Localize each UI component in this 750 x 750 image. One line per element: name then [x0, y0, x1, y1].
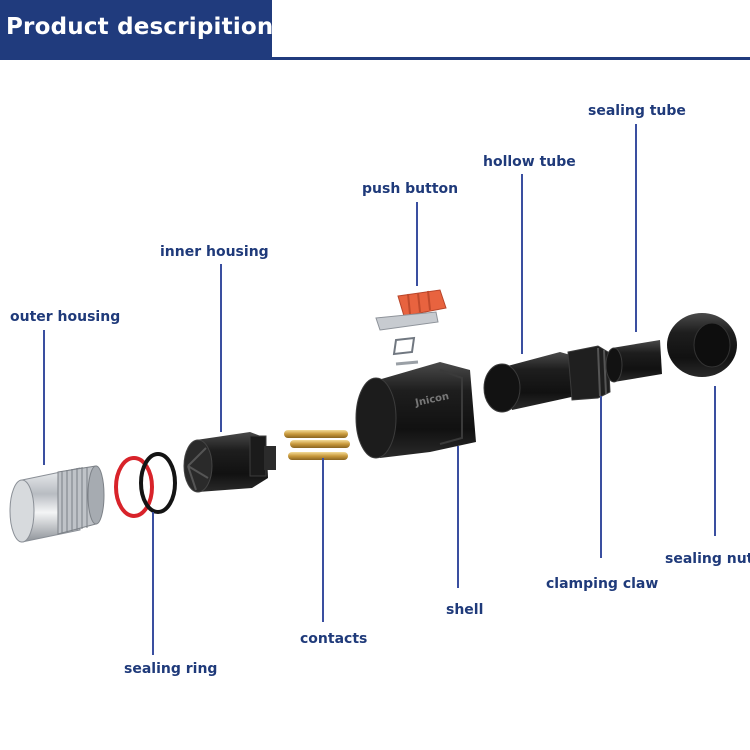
sealing-ring-leader — [152, 512, 154, 655]
shell-label: shell — [446, 602, 484, 618]
outer-housing-label: outer housing — [10, 309, 121, 325]
sealing-ring-label: sealing ring — [124, 661, 218, 677]
push-button-part — [375, 289, 447, 366]
contacts-label: contacts — [300, 631, 368, 647]
outer-housing-part — [9, 465, 105, 543]
clamping-claw-label: clamping claw — [546, 576, 659, 592]
page-title: Product descripition — [6, 14, 274, 40]
sealing-nut-leader — [714, 386, 716, 536]
sealing-tube-label: sealing tube — [588, 103, 686, 119]
header-bar: Product descripition — [0, 0, 274, 60]
clamping-claw-leader — [600, 396, 602, 558]
clamping-claw-part — [567, 345, 611, 401]
sealing-nut-label: sealing nut — [665, 551, 750, 567]
sealing-nut-part — [667, 313, 737, 377]
shell-part: Jnicon — [355, 362, 476, 459]
sealing-tube-part — [605, 340, 662, 383]
hollow-tube-part — [483, 352, 576, 413]
sealing-ring-part — [114, 452, 177, 518]
hollow-tube-label: hollow tube — [483, 154, 576, 170]
header-rule — [272, 57, 750, 60]
push-button-label: push button — [362, 181, 459, 197]
inner-housing-part — [183, 432, 276, 493]
inner-housing-leader — [220, 264, 222, 432]
inner-housing-label: inner housing — [160, 244, 269, 260]
contacts-leader — [322, 458, 324, 622]
sealing-tube-leader — [635, 124, 637, 332]
contacts-part — [284, 430, 350, 460]
shell-leader — [457, 446, 459, 588]
push-button-leader — [416, 202, 418, 286]
hollow-tube-leader — [521, 174, 523, 354]
outer-housing-leader — [43, 330, 45, 465]
